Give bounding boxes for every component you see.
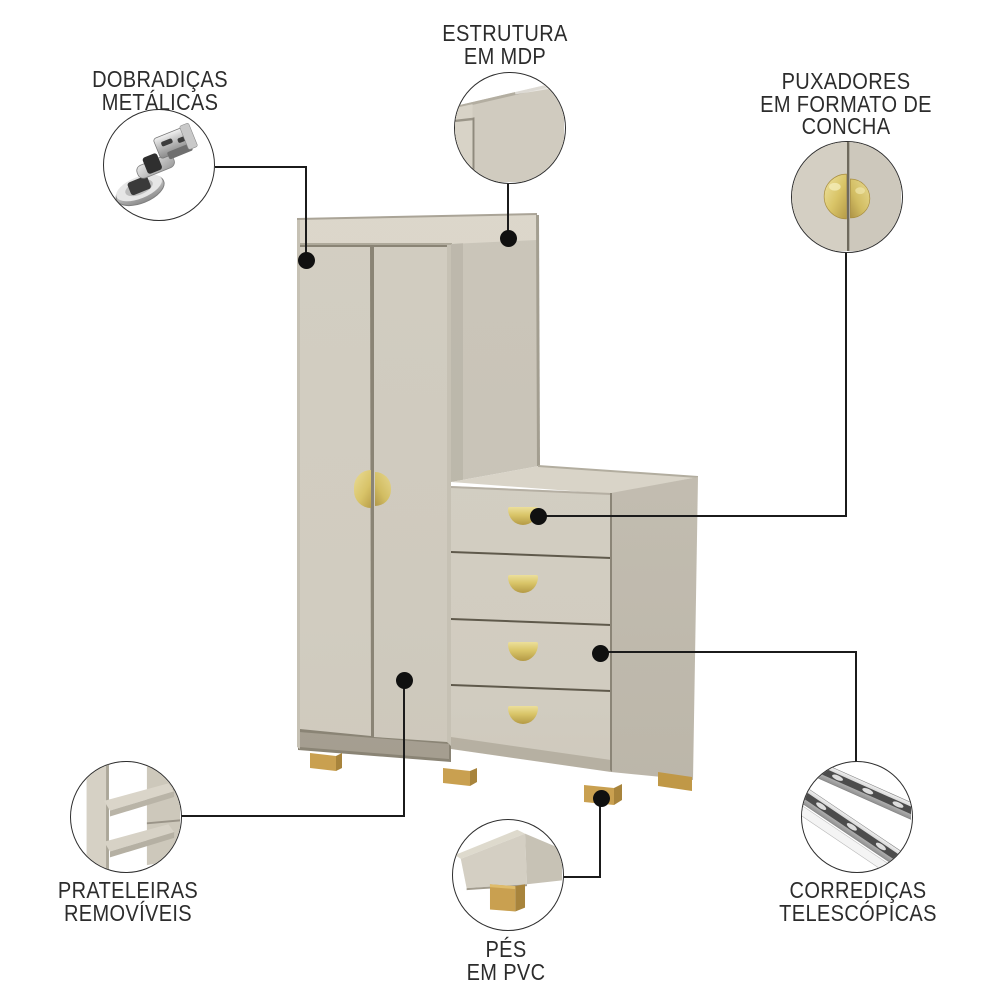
removable-shelves-icon — [86, 762, 180, 871]
callout-line-slides-v — [855, 651, 857, 763]
callout-label-shelves: PRATELEIRAS REMOVÍVEIS — [0, 879, 259, 924]
label-line: REMOVÍVEIS — [63, 899, 193, 926]
label-line: EM MDP — [463, 42, 547, 69]
callout-label-handles: PUXADORES EM FORMATO DE CONCHA — [716, 70, 977, 138]
callout-line-hinges-h — [215, 166, 307, 168]
drawer-handle-4 — [508, 706, 538, 724]
callout-dot-handles — [530, 508, 547, 525]
shell-handles-icon — [792, 142, 901, 251]
callout-circle-handles — [791, 141, 903, 253]
callout-label-slides: CORREDIÇAS TELESCÓPICAS — [728, 879, 989, 924]
callout-circle-slides — [801, 761, 913, 873]
label-line: EM PVC — [466, 958, 546, 985]
callout-circle-hinges — [103, 109, 215, 221]
callout-dot-hinges — [298, 252, 315, 269]
callout-circle-feet — [452, 819, 564, 931]
drawer-handle-2 — [508, 575, 538, 593]
pvc-foot-icon — [454, 829, 562, 912]
callout-dot-slides — [592, 645, 609, 662]
callout-circle-structure — [454, 72, 566, 184]
callout-dot-feet — [593, 790, 610, 807]
label-line: METÁLICAS — [101, 88, 219, 115]
callout-circle-shelves — [70, 761, 182, 873]
callout-label-feet: PÉS EM PVC — [376, 938, 637, 983]
label-line: CONCHA — [801, 113, 891, 139]
label-line: ESTRUTURA — [442, 20, 568, 46]
callout-label-hinges: DOBRADIÇAS METÁLICAS — [30, 68, 291, 113]
mdp-panel-corner-icon — [455, 73, 564, 182]
callout-line-feet-v — [599, 798, 601, 878]
label-line: PUXADORES — [781, 68, 911, 94]
door-handle-right — [375, 472, 391, 506]
callout-dot-structure — [500, 230, 517, 247]
label-line: PÉS — [485, 936, 527, 962]
callout-line-handles-h — [538, 515, 847, 517]
callout-line-shelves-h — [181, 815, 405, 817]
door-handle-left — [354, 470, 371, 508]
drawer-handle-3 — [508, 642, 538, 661]
telescopic-slides-icon — [802, 762, 911, 871]
callout-label-structure: ESTRUTURA EM MDP — [375, 22, 636, 67]
label-line: TELESCÓPICAS — [779, 899, 937, 926]
callout-line-shelves-v — [403, 680, 405, 817]
callout-line-feet-h — [563, 876, 601, 878]
label-line: PRATELEIRAS — [57, 877, 199, 903]
label-line: CORREDIÇAS — [789, 877, 927, 903]
callout-dot-shelves — [396, 672, 413, 689]
callout-line-handles-v — [845, 250, 847, 517]
hinge-icon — [115, 123, 198, 207]
label-line: DOBRADIÇAS — [92, 66, 228, 92]
callout-line-hinges-v — [305, 166, 307, 260]
callout-line-structure-v — [507, 183, 509, 238]
callout-line-slides-h — [600, 651, 857, 653]
label-line: EM FORMATO DE — [760, 90, 932, 117]
